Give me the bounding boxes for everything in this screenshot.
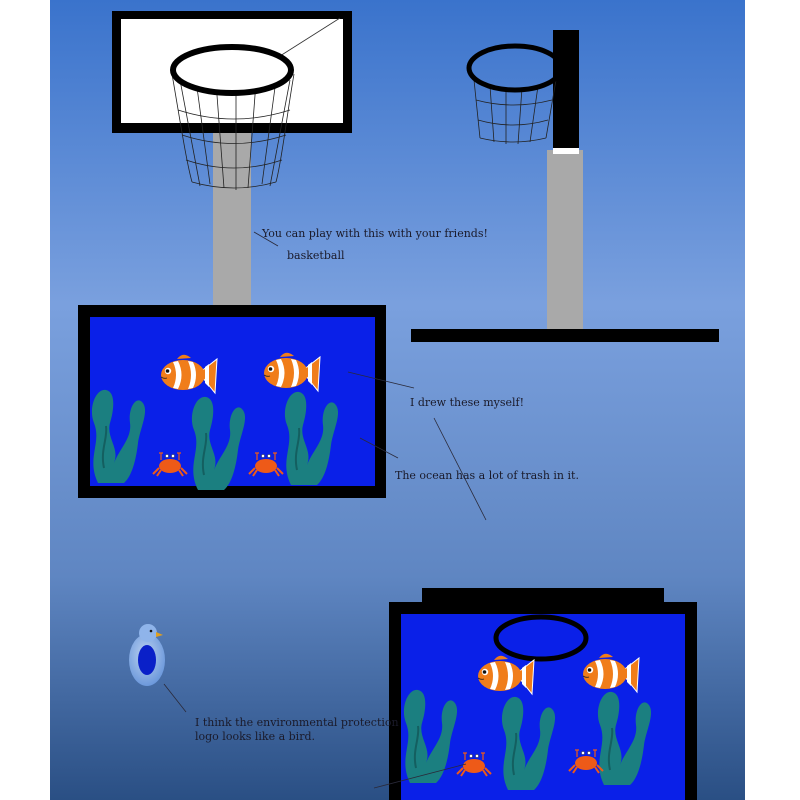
left-net [171, 73, 295, 190]
right-net [473, 79, 557, 145]
left-basketball-hoop [112, 11, 352, 312]
top-aquarium [78, 305, 386, 498]
right-basketball-hoop [411, 30, 719, 342]
right-base [411, 329, 719, 342]
left-pole [213, 130, 251, 312]
note-bird-line1: I think the environmental protection [195, 716, 399, 729]
right-rim [466, 43, 564, 93]
bottom-aquarium [389, 588, 697, 800]
bottom-rim [493, 614, 589, 662]
note-friends: You can play with this with your friends… [262, 227, 488, 240]
annotation-lines [163, 231, 487, 789]
note-bird-line2: logo looks like a bird. [195, 730, 315, 743]
note-trash: The ocean has a lot of trash in it. [395, 469, 579, 482]
note-drew: I drew these myself! [410, 396, 525, 409]
left-rim [170, 44, 294, 96]
right-pole [547, 150, 583, 332]
note-basketball: basketball [287, 249, 345, 262]
bird-logo [129, 624, 165, 686]
right-post [553, 30, 579, 150]
